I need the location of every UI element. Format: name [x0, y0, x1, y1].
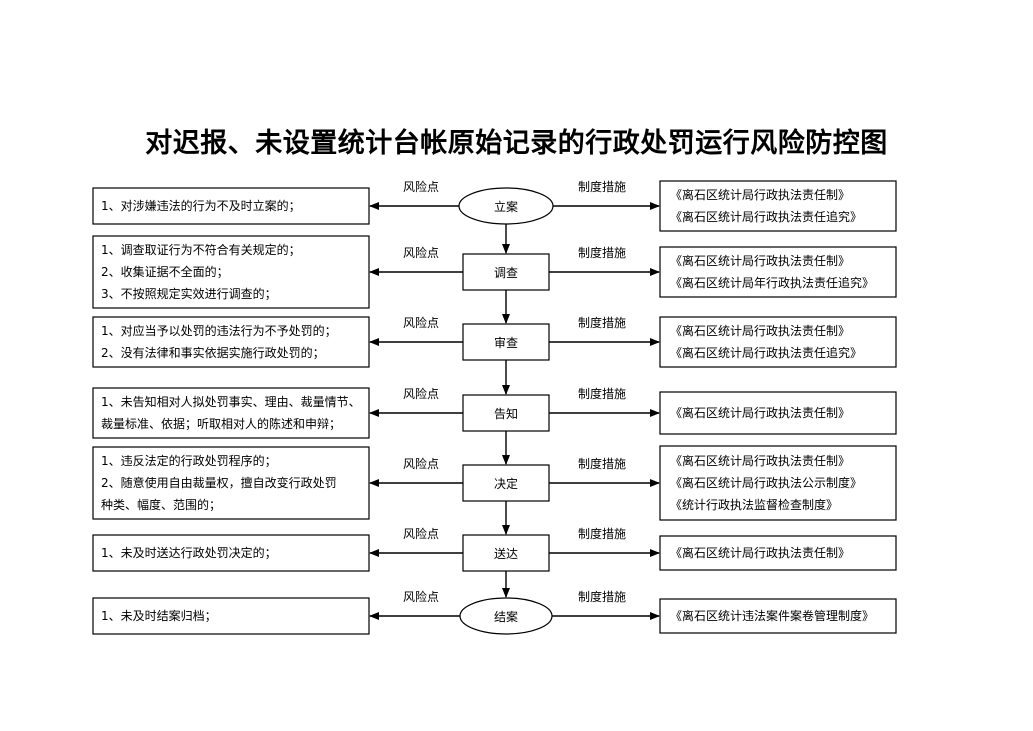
risk-point-label: 风险点	[403, 316, 440, 330]
risk-box-5	[92, 534, 370, 572]
step-label: 告知	[493, 407, 518, 421]
measure-box-1	[659, 246, 897, 298]
risk-text: 裁量标准、依据；听取相对人的陈述和申辩；	[101, 417, 342, 431]
risk-box-0	[92, 187, 370, 225]
risk-box-6	[92, 597, 370, 635]
risk-point-label: 风险点	[403, 590, 440, 604]
risk-text: 1、对涉嫌违法的行为不及时立案的；	[101, 199, 301, 213]
measure-text: 《离石区统计局行政执法责任制》	[670, 254, 851, 268]
measure-text: 《离石区统计局行政执法责任制》	[670, 546, 851, 560]
measure-text: 《统计行政执法监督检查制度》	[670, 498, 839, 512]
risk-text: 1、未及时结案归档；	[101, 609, 217, 623]
risk-point-label: 风险点	[403, 527, 440, 541]
risk-box-3	[92, 387, 370, 439]
risk-box-1	[92, 235, 370, 309]
measure-label: 制度措施	[578, 180, 627, 194]
measure-text: 《离石区统计局年行政执法责任追究》	[670, 276, 875, 290]
step-node-5	[462, 534, 550, 572]
step-label: 决定	[493, 477, 518, 491]
risk-text: 1、未及时送达行政处罚决定的；	[101, 546, 277, 560]
risk-text: 1、违反法定的行政处罚程序的；	[101, 454, 277, 468]
step-node-4	[462, 464, 550, 502]
measure-box-4	[659, 445, 897, 521]
measure-text: 《离石区统计局行政执法责任制》	[670, 188, 851, 202]
measure-text: 《离石区统计局行政执法责任追究》	[670, 210, 863, 224]
step-label: 立案	[493, 200, 518, 214]
measure-box-2	[659, 316, 897, 368]
risk-point-label: 风险点	[403, 457, 440, 471]
risk-point-label: 风险点	[403, 387, 440, 401]
risk-box-4	[92, 446, 370, 520]
measure-box-0	[659, 180, 897, 232]
measure-box-3	[659, 391, 897, 435]
risk-text: 2、随意使用自由裁量权，擅自改变行政处罚	[101, 476, 337, 490]
measure-label: 制度措施	[578, 316, 627, 330]
risk-text: 1、未告知相对人拟处罚事实、理由、裁量情节、	[101, 395, 361, 409]
measure-label: 制度措施	[578, 387, 627, 401]
measure-label: 制度措施	[578, 457, 627, 471]
risk-text: 2、没有法律和事实依据实施行政处罚的；	[101, 346, 325, 360]
page-title: 对迟报、未设置统计台帐原始记录的行政处罚运行风险防控图	[145, 128, 888, 159]
measure-text: 《离石区统计违法案件案卷管理制度》	[670, 609, 875, 623]
risk-text: 1、调查取证行为不符合有关规定的；	[101, 243, 301, 257]
risk-text: 种类、幅度、范围的；	[101, 498, 222, 512]
measure-text: 《离石区统计局行政执法责任制》	[670, 406, 851, 420]
measure-label: 制度措施	[578, 590, 627, 604]
measure-box-5	[659, 535, 897, 571]
step-label: 调查	[493, 266, 518, 280]
risk-point-label: 风险点	[403, 246, 440, 260]
measure-text: 《离石区统计局行政执法责任制》	[670, 454, 851, 468]
measure-text: 《离石区统计局行政执法公示制度》	[670, 476, 863, 490]
risk-text: 1、对应当予以处罚的违法行为不予处罚的；	[101, 324, 337, 338]
step-label: 送达	[493, 547, 518, 561]
step-label: 审查	[493, 336, 518, 350]
risk-box-2	[92, 316, 370, 368]
risk-text: 3、不按照规定实效进行调查的；	[101, 287, 277, 301]
risk-text: 2、收集证据不全面的；	[101, 265, 229, 279]
risk-point-label: 风险点	[403, 180, 440, 194]
measure-text: 《离石区统计局行政执法责任追究》	[670, 346, 863, 360]
measure-text: 《离石区统计局行政执法责任制》	[670, 324, 851, 338]
step-label: 结案	[493, 610, 518, 624]
step-node-3	[462, 394, 550, 432]
measure-label: 制度措施	[578, 246, 627, 260]
measure-label: 制度措施	[578, 527, 627, 541]
measure-box-6	[659, 598, 897, 634]
